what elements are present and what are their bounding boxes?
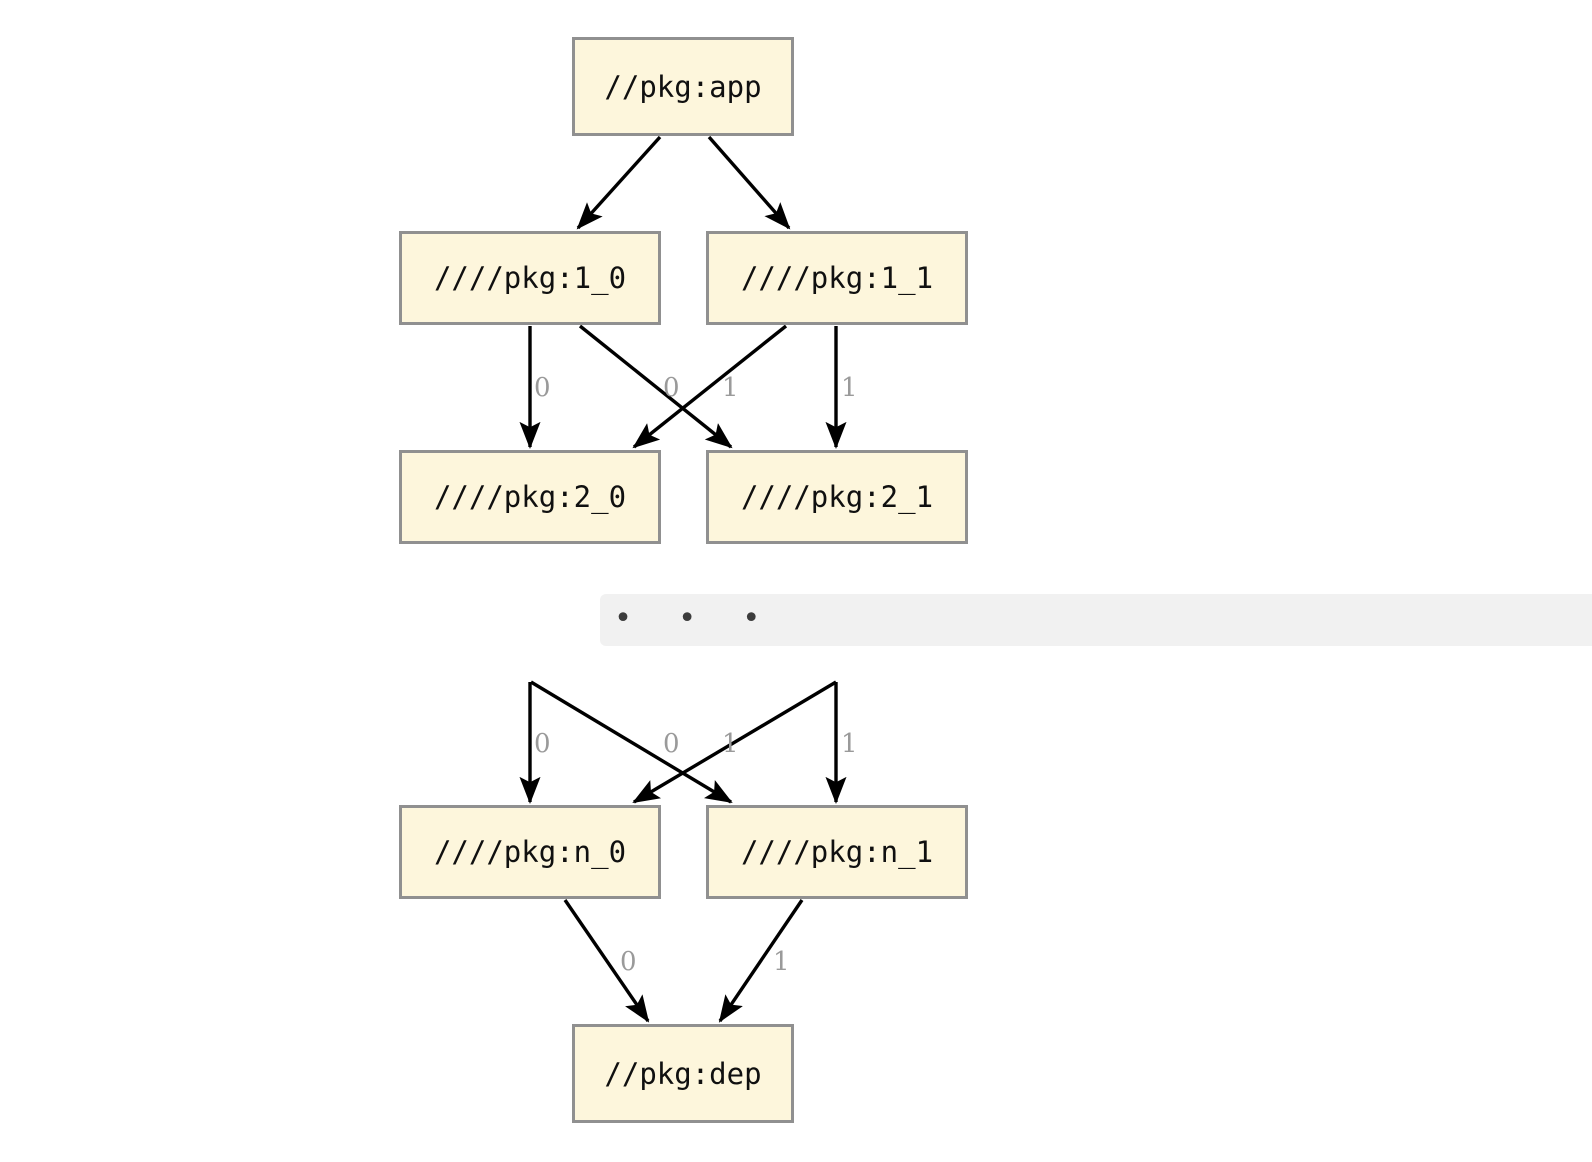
node-pkg-app[interactable]: //pkg:app bbox=[572, 37, 794, 136]
edge-label: 0 bbox=[534, 373, 551, 403]
edge-label: 0 bbox=[620, 947, 637, 977]
edge-label: 1 bbox=[841, 373, 858, 403]
edge-line bbox=[632, 324, 788, 449]
edge-lines bbox=[519, 135, 847, 1023]
node-pkg-1-0[interactable]: ////pkg:1_0 bbox=[399, 231, 661, 325]
node-label: ////pkg:1_0 bbox=[433, 261, 627, 295]
node-pkg-1-1[interactable]: ////pkg:1_1 bbox=[706, 231, 968, 325]
edge-label: 1 bbox=[841, 729, 858, 759]
node-pkg-n-1[interactable]: ////pkg:n_1 bbox=[706, 805, 968, 899]
edge-label: 0 bbox=[663, 373, 680, 403]
ellipsis-band: • • • bbox=[600, 594, 1592, 646]
edge-label: 1 bbox=[722, 373, 739, 403]
edge-line bbox=[576, 135, 662, 230]
node-label: ////pkg:n_1 bbox=[740, 835, 934, 869]
node-label: //pkg:dep bbox=[604, 1056, 762, 1091]
edge-label: 0 bbox=[534, 729, 551, 759]
edge-label: 0 bbox=[663, 729, 680, 759]
node-pkg-2-1[interactable]: ////pkg:2_1 bbox=[706, 450, 968, 544]
node-label: ////pkg:2_1 bbox=[740, 480, 934, 514]
edge-label: 1 bbox=[773, 947, 790, 977]
edge-line bbox=[632, 680, 837, 804]
node-pkg-2-0[interactable]: ////pkg:2_0 bbox=[399, 450, 661, 544]
edge-line bbox=[718, 899, 804, 1023]
edge-line bbox=[530, 680, 733, 804]
node-pkg-n-0[interactable]: ////pkg:n_0 bbox=[399, 805, 661, 899]
edge-line bbox=[578, 324, 733, 449]
edge-label: 1 bbox=[722, 729, 739, 759]
node-label: ////pkg:2_0 bbox=[433, 480, 627, 514]
edge-line bbox=[707, 135, 791, 230]
edge-line bbox=[563, 899, 650, 1023]
node-label: ////pkg:1_1 bbox=[740, 261, 934, 295]
node-label: //pkg:app bbox=[604, 69, 762, 104]
ellipsis-dots: • • • bbox=[614, 601, 775, 636]
node-label: ////pkg:n_0 bbox=[433, 835, 627, 869]
node-pkg-dep[interactable]: //pkg:dep bbox=[572, 1024, 794, 1123]
